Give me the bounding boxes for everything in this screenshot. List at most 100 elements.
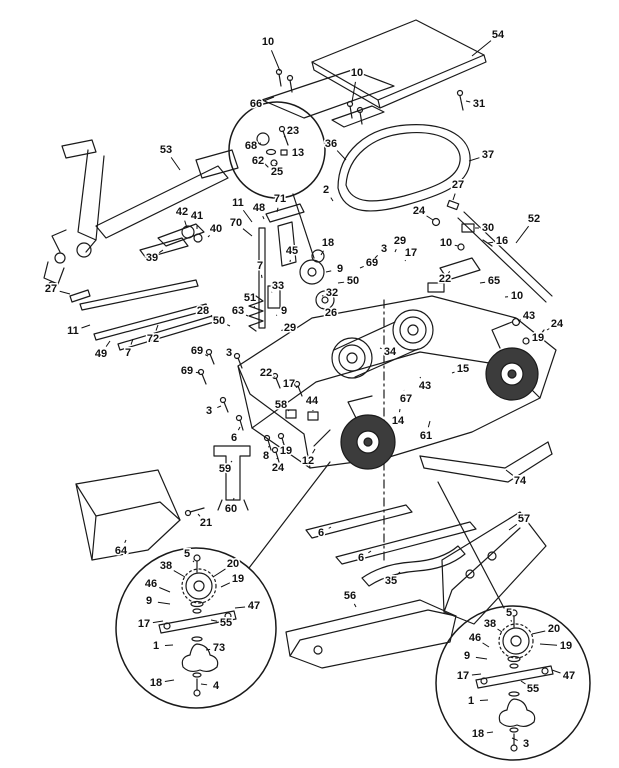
leader-line: [353, 603, 357, 608]
callout-number: 5: [184, 548, 190, 560]
leader-line: [212, 568, 226, 578]
callout-number: 19: [532, 332, 544, 344]
callout-number: 9: [337, 263, 343, 275]
leader-line: [508, 523, 518, 531]
leader-line: [164, 679, 175, 683]
leader-line: [487, 241, 494, 244]
callout-number: 24: [551, 318, 564, 330]
leader-line: [447, 271, 451, 275]
front-baffle: [285, 599, 457, 669]
callout-number: 2: [323, 184, 329, 196]
callout-number: 29: [284, 322, 296, 334]
callout-number: 56: [344, 590, 356, 602]
callout-number: 10: [440, 237, 452, 249]
leader-line: [262, 215, 265, 220]
leader-line: [226, 324, 231, 327]
callout-number: 53: [160, 144, 172, 156]
callout-number: 50: [347, 275, 359, 287]
leader-line: [158, 249, 164, 254]
lift-arm-assembly: [43, 139, 239, 291]
leader-line: [200, 683, 208, 686]
leader-line: [454, 244, 459, 247]
callout-number: 20: [227, 558, 239, 570]
callout-number: 60: [225, 503, 237, 515]
callout-number: 7: [125, 347, 131, 359]
leader-line: [295, 386, 298, 389]
leader-line: [210, 619, 218, 622]
leader-line: [59, 290, 71, 295]
leader-line: [232, 497, 235, 501]
leader-line: [337, 281, 345, 284]
callout-number: 17: [138, 618, 150, 630]
callout-number: 32: [326, 287, 338, 299]
deck-hardware-bolts: [197, 348, 331, 463]
leader-line: [184, 220, 188, 229]
leader-line: [320, 250, 324, 256]
leader-line: [287, 409, 290, 412]
leader-line: [130, 338, 134, 345]
leader-line: [426, 215, 434, 221]
callout-number: 26: [325, 307, 337, 319]
callout-number: 6: [231, 432, 237, 444]
leader-line: [253, 305, 256, 309]
leader-line: [465, 100, 471, 103]
callout-number: 46: [145, 578, 157, 590]
chute-bolt: [184, 507, 205, 517]
callout-number: 10: [351, 67, 363, 79]
leader-line: [105, 340, 111, 347]
callout-number: 36: [325, 138, 337, 150]
leader-line: [234, 606, 246, 609]
callout-number: 19: [280, 445, 292, 457]
callout-number: 9: [464, 650, 470, 662]
rear-baffle: [441, 511, 547, 625]
leader-line: [242, 209, 253, 223]
callout-number: 73: [213, 642, 225, 654]
callout-number: 57: [518, 513, 530, 525]
idler-bracket-assembly: [139, 223, 205, 259]
leader-line: [155, 324, 159, 331]
leader-line: [195, 371, 201, 374]
callout-number: 48: [253, 202, 265, 214]
leader-line: [486, 731, 494, 734]
callout-number: 54: [492, 29, 505, 41]
callout-number: 11: [232, 197, 244, 209]
callout-number: 59: [219, 463, 231, 475]
callout-number: 18: [472, 728, 484, 740]
leader-line: [237, 426, 241, 431]
leader-line: [511, 737, 518, 741]
callout-number: 34: [384, 346, 397, 358]
callout-number: 61: [420, 430, 432, 442]
callout-number: 69: [191, 345, 203, 357]
callout-number: 18: [150, 677, 162, 689]
callout-number: 17: [457, 670, 469, 682]
callout-number: 9: [146, 595, 152, 607]
leader-line: [173, 570, 186, 578]
support-rod-and-plates: [248, 203, 335, 332]
callout-number: 24: [413, 205, 426, 217]
idler-detail-view: [228, 101, 326, 199]
leader-line: [482, 642, 490, 648]
callout-number: 35: [385, 575, 397, 587]
callout-number: 38: [484, 618, 496, 630]
callout-number: 69: [366, 257, 378, 269]
leader-line: [312, 448, 316, 454]
callout-number: 28: [197, 305, 209, 317]
callout-number: 51: [244, 292, 256, 304]
drive-belt: [337, 124, 471, 212]
callout-number: 6: [318, 527, 324, 539]
callout-number: 38: [160, 560, 172, 572]
callout-number: 16: [496, 235, 508, 247]
leader-line: [245, 314, 249, 317]
callout-number: 67: [400, 393, 412, 405]
callout-number: 18: [322, 237, 334, 249]
leader-line: [379, 347, 382, 350]
leader-line: [325, 270, 332, 273]
callout-number: 22: [439, 273, 451, 285]
leader-line: [471, 673, 482, 676]
leader-line: [260, 274, 263, 279]
leader-line: [451, 371, 455, 374]
callout-number: 3: [226, 347, 232, 359]
leader-line: [539, 643, 558, 646]
leader-line: [220, 582, 231, 588]
